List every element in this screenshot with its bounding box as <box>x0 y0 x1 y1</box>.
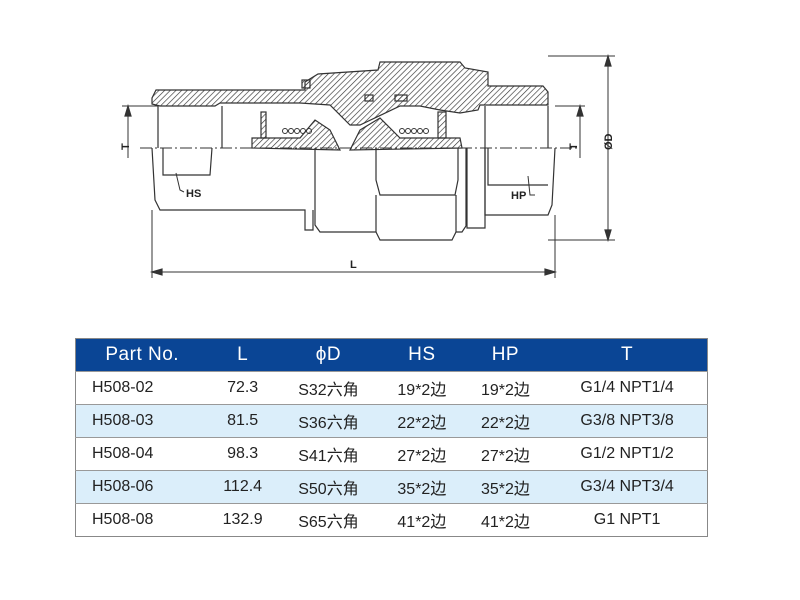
column-header-hp: HP <box>463 338 548 372</box>
dimension-label-t-right: T <box>568 143 580 150</box>
column-header-part-no: Part No. <box>75 338 209 372</box>
cell-t: G3/8 NPT3/8 <box>547 404 708 438</box>
cell-l: 112.4 <box>208 470 277 504</box>
cell-part-no: H508-03 <box>75 404 209 438</box>
column-header-hs: HS <box>380 338 464 372</box>
cell-hp: 27*2边 <box>463 437 548 471</box>
table-row: H508-08 132.9 S65六角 41*2边 41*2边 G1 NPT1 <box>75 503 708 537</box>
table-row: H508-02 72.3 S32六角 19*2边 19*2边 G1/4 NPT1… <box>75 371 708 405</box>
cell-l: 81.5 <box>208 404 277 438</box>
cell-hs: 35*2边 <box>380 470 464 504</box>
dimension-label-hp: HP <box>511 190 526 202</box>
cell-hp: 41*2边 <box>463 503 548 537</box>
cell-d: S36六角 <box>276 404 381 438</box>
column-header-t: T <box>547 338 708 372</box>
cell-hs: 19*2边 <box>380 371 464 405</box>
table-row: H508-06 112.4 S50六角 35*2边 35*2边 G3/4 NPT… <box>75 470 708 504</box>
column-header-l: L <box>208 338 277 372</box>
cell-hs: 41*2边 <box>380 503 464 537</box>
cell-hp: 19*2边 <box>463 371 548 405</box>
table-row: H508-03 81.5 S36六角 22*2边 22*2边 G3/8 NPT3… <box>75 404 708 438</box>
dimension-label-hs: HS <box>186 188 201 200</box>
cell-l: 132.9 <box>208 503 277 537</box>
upper-body-section <box>151 61 549 126</box>
table-row: H508-04 98.3 S41六角 27*2边 27*2边 G1/2 NPT1… <box>75 437 708 471</box>
dimension-label-t-left: T <box>120 143 132 150</box>
dimension-label-l: L <box>350 259 357 271</box>
cell-d: S41六角 <box>276 437 381 471</box>
cell-t: G3/4 NPT3/4 <box>547 470 708 504</box>
coupling-cross-section-drawing: T T HS HP ØD L <box>120 53 615 278</box>
cell-d: S50六角 <box>276 470 381 504</box>
cell-l: 72.3 <box>208 371 277 405</box>
cell-hs: 27*2边 <box>380 437 464 471</box>
specification-table: Part No. L ϕD HS HP T H508-02 72.3 S32六角… <box>75 338 708 537</box>
cell-d: S32六角 <box>276 371 381 405</box>
cell-part-no: H508-02 <box>75 371 209 405</box>
cell-t: G1 NPT1 <box>547 503 708 537</box>
cell-t: G1/4 NPT1/4 <box>547 371 708 405</box>
cell-hp: 35*2边 <box>463 470 548 504</box>
cell-l: 98.3 <box>208 437 277 471</box>
cell-hs: 22*2边 <box>380 404 464 438</box>
cell-part-no: H508-08 <box>75 503 209 537</box>
cell-d: S65六角 <box>276 503 381 537</box>
cell-part-no: H508-06 <box>75 470 209 504</box>
table-header-row: Part No. L ϕD HS HP T <box>75 338 708 372</box>
cell-hp: 22*2边 <box>463 404 548 438</box>
dimension-label-od: ØD <box>603 133 615 150</box>
cell-t: G1/2 NPT1/2 <box>547 437 708 471</box>
column-header-d: ϕD <box>276 338 381 372</box>
cell-part-no: H508-04 <box>75 437 209 471</box>
